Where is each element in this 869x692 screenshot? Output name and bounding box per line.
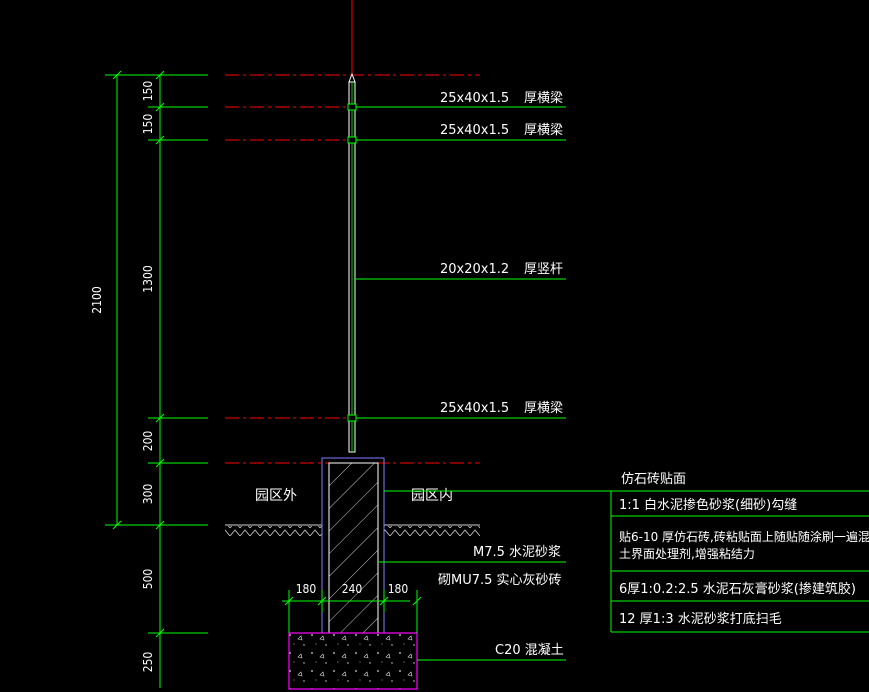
rail-leaders [356, 106, 566, 419]
dim-segment-labels: 150 150 1300 200 300 500 250 [141, 81, 155, 673]
dim-seg-5: 300 [141, 484, 155, 505]
rail-label-4-size: 25x40x1.5 [440, 401, 509, 416]
fence-post [348, 72, 356, 453]
rail-label-2-size: 25x40x1.5 [440, 123, 509, 138]
finish-spec-layer-3: 6厚1:0.2:2.5 水泥石灰膏砂浆(掺建筑胶) [619, 581, 856, 597]
finish-spec-layer-4: 12 厚1:3 水泥砂浆打底扫毛 [619, 611, 782, 627]
finish-spec-title: 仿石砖贴面 [621, 472, 686, 487]
wall-material-leaders [378, 561, 566, 661]
rail-label-1-size: 25x40x1.5 [440, 91, 509, 106]
rail-label-3-size: 20x20x1.2 [440, 262, 509, 277]
finish-spec-table [610, 490, 869, 633]
brick-wall [321, 457, 385, 634]
finish-spec-layer-1: 1:1 白水泥掺色砂浆(细砂)勾缝 [619, 497, 797, 513]
dim-width-right: 180 [388, 582, 409, 596]
dim-total-height: 2100 [90, 286, 104, 314]
rail-label-group: 25x40x1.5 厚横梁 25x40x1.5 厚横梁 20x20x1.2 厚竖… [440, 91, 563, 416]
rail-label-1-desc: 厚横梁 [524, 91, 563, 106]
dim-width-left: 180 [296, 582, 317, 596]
dim-seg-3: 1300 [141, 265, 155, 293]
label-brick: 砌MU7.5 实心灰砂砖 [438, 573, 562, 588]
wall-width-labels: 180 240 180 [296, 582, 409, 596]
dim-seg-6: 500 [141, 569, 155, 590]
dim-seg-4: 200 [141, 431, 155, 452]
finish-spec-layer-2a: 贴6-10 厚仿石砖,砖粘贴面上随贴随涂刷一遍混凝 [619, 529, 869, 544]
zone-label-inside: 园区内 [411, 488, 453, 504]
rail-label-2-desc: 厚横梁 [524, 123, 563, 138]
label-concrete: C20 混凝土 [495, 642, 564, 658]
rail-joint-1 [347, 103, 357, 111]
dim-seg-1: 150 [141, 81, 155, 102]
rail-label-4-desc: 厚横梁 [524, 401, 563, 416]
rail-joint-3 [347, 414, 357, 422]
concrete-footing [288, 632, 418, 690]
zone-label-outside: 园区外 [255, 488, 297, 504]
dim-seg-7: 250 [141, 652, 155, 673]
rail-joint-2 [347, 136, 357, 144]
finish-spec-layer-2b: 土界面处理剂,增强粘结力 [619, 546, 755, 561]
label-mortar: M7.5 水泥砂浆 [473, 545, 561, 560]
rail-label-3-desc: 厚竖杆 [524, 262, 563, 277]
dim-seg-2: 150 [141, 114, 155, 135]
dim-width-center: 240 [342, 582, 363, 596]
wall-width-dims [282, 590, 422, 633]
ground-surface [225, 524, 480, 536]
dimension-chain [105, 70, 208, 688]
